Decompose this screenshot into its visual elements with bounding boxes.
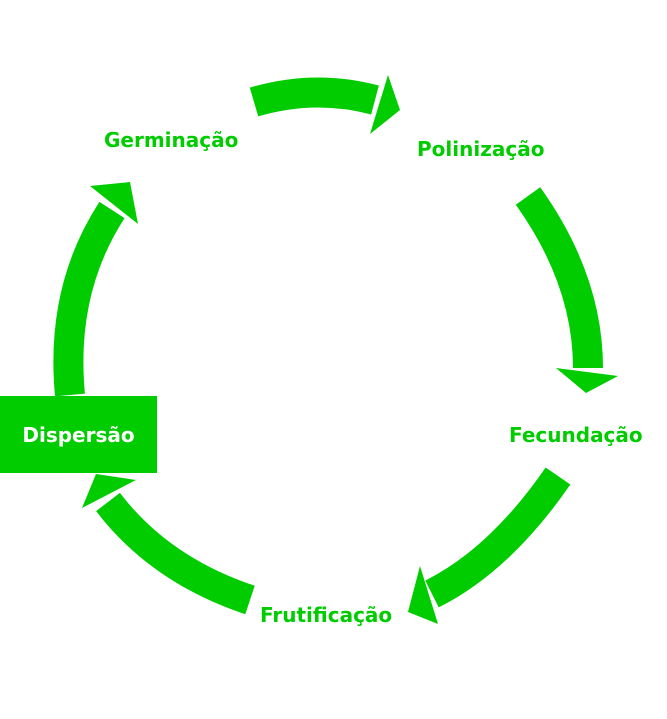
stage-label-frutificacao: Frutificação <box>260 603 393 627</box>
stage-label-dispersao: Dispersão <box>22 422 135 447</box>
arrow-dispersao-to-germinacao <box>53 182 138 397</box>
arrow-germinacao-to-polinizacao <box>249 75 400 134</box>
stage-box-dispersao: Dispersão <box>0 396 157 473</box>
stage-label-germinacao: Germinação <box>104 128 239 152</box>
stage-label-fecundacao: Fecundação <box>509 423 643 447</box>
arrow-frutificacao-to-dispersao <box>82 474 255 615</box>
arrow-polinizacao-to-fecundacao <box>515 187 618 393</box>
arrow-fecundacao-to-frutificacao <box>408 467 571 624</box>
stage-label-polinizacao: Polinização <box>417 137 545 161</box>
